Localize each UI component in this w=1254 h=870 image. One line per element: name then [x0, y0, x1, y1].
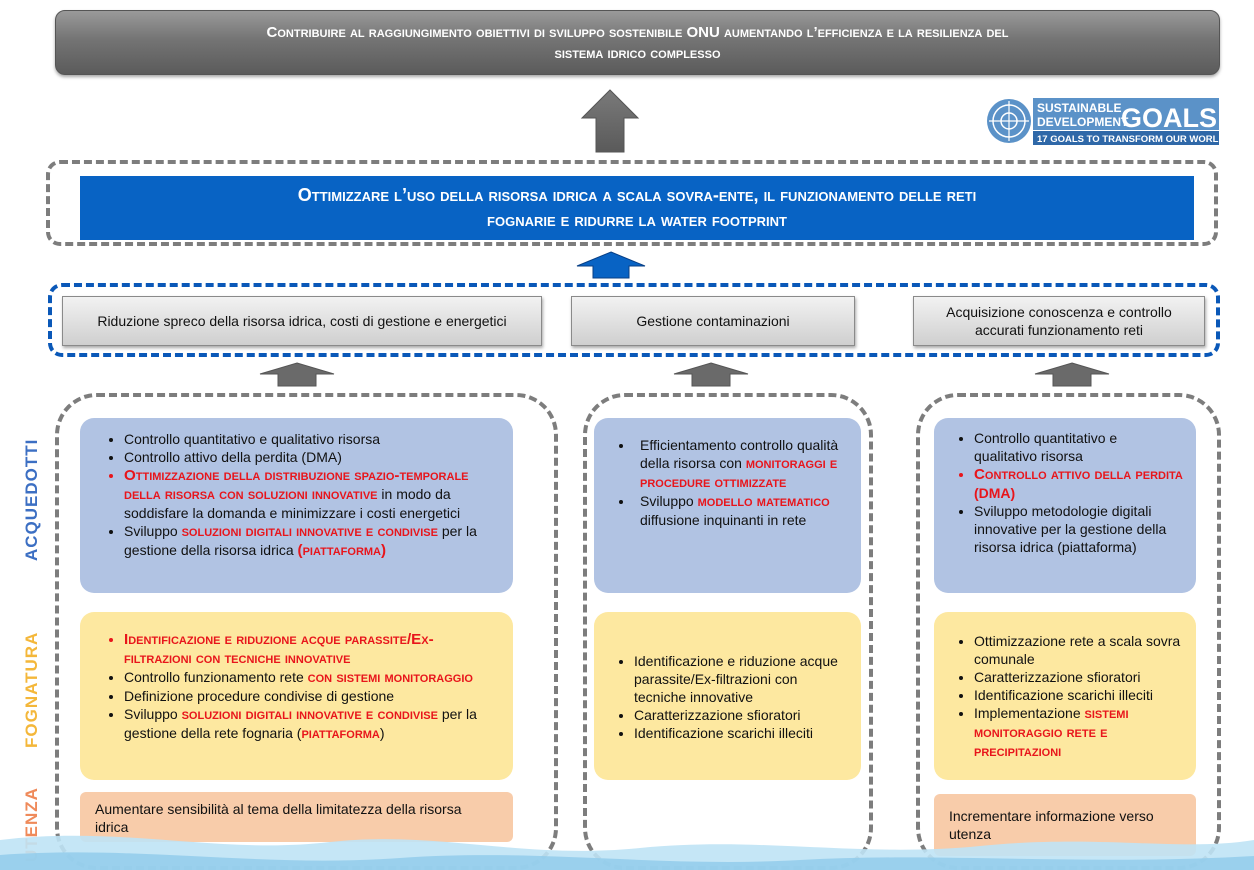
objective-text-3: Acquisizione conoscenza e controllo accu…: [946, 304, 1172, 338]
arrow-up-icon: [259, 362, 335, 387]
list-item: Controllo attivo della perdita (DMA): [974, 465, 1184, 502]
main-goal-dashed-frame: [46, 160, 1218, 246]
sdg-line1: SUSTAINABLE: [1037, 101, 1121, 115]
list-item: Sviluppo soluzioni digitali innovative e…: [124, 705, 501, 743]
col3-utenza-text: Incrementare informazione verso utenza: [949, 808, 1154, 842]
main-goal-banner: Ottimizzare l’uso della risorsa idrica a…: [80, 176, 1194, 240]
main-goal-line1: Ottimizzare l’uso della risorsa idrica a…: [297, 185, 977, 205]
sdg-line2: DEVELOPMENT: [1037, 115, 1129, 129]
top-goal-banner: Contribuire al raggiungimento obiettivi …: [55, 10, 1220, 75]
list-item: Definizione procedure condivise di gesti…: [124, 687, 501, 705]
side-label-fognatura: FOGNATURA: [22, 631, 41, 749]
list-item: Controllo quantitativo e qualitativo ris…: [974, 429, 1184, 465]
col1-utenza-box: Aumentare sensibilità al tema della limi…: [80, 792, 513, 842]
list-item: Implementazione sistemi monitoraggio ret…: [974, 704, 1184, 761]
col1-acquedotti-box: Controllo quantitativo e qualitativo ris…: [80, 418, 513, 593]
list-item: Identificazione scarichi illeciti: [974, 686, 1184, 704]
list-item: Efficientamento controllo qualità della …: [634, 436, 849, 492]
list-item: Ottimizzazione rete a scala sovra comuna…: [974, 632, 1184, 668]
list-item: Controllo attivo della perdita (DMA): [124, 448, 501, 466]
objective-text-1: Riduzione spreco della risorsa idrica, c…: [97, 313, 507, 329]
objective-box-2: Gestione contaminazioni: [571, 296, 855, 346]
col1-utenza-text: Aumentare sensibilità al tema della limi…: [95, 801, 462, 835]
arrow-up-icon: [673, 362, 749, 387]
main-goal-line2: fognarie e ridurre la water footprint: [487, 210, 787, 230]
side-label-acquedotti: ACQUEDOTTI: [22, 438, 41, 562]
list-item: Caratterizzazione sfioratori: [974, 668, 1184, 686]
list-item: Sviluppo soluzioni digitali innovative e…: [124, 522, 501, 560]
list-item: Identificazione scarichi illeciti: [634, 724, 849, 742]
col2-acquedotti-box: Efficientamento controllo qualità della …: [594, 418, 861, 593]
col2-acquedotti-list: Efficientamento controllo qualità della …: [616, 436, 849, 529]
sdg-logo-icon: SUSTAINABLE DEVELOPMENT GOALS 17 GOALS T…: [985, 95, 1222, 147]
col2-fognatura-box: Identificazione e riduzione acque parass…: [594, 612, 861, 780]
col1-acquedotti-list: Controllo quantitativo e qualitativo ris…: [106, 430, 501, 560]
objective-box-3: Acquisizione conoscenza e controllo accu…: [913, 296, 1205, 346]
list-item: Sviluppo modello matematico diffusione i…: [634, 492, 849, 529]
water-waves-icon: [0, 835, 1254, 870]
arrow-up-icon: [1034, 362, 1110, 387]
top-goal-line1: Contribuire al raggiungimento obiettivi …: [266, 24, 1009, 41]
col3-acquedotti-box: Controllo quantitativo e qualitativo ris…: [934, 418, 1196, 593]
blue-arrow-up-icon: [576, 251, 646, 279]
col2-fognatura-list: Identificazione e riduzione acque parass…: [616, 652, 849, 742]
top-goal-line2: sistema idrico complesso: [554, 45, 721, 62]
col3-fognatura-box: Ottimizzazione rete a scala sovra comuna…: [934, 612, 1196, 780]
list-item: Ottimizzazione della distribuzione spazi…: [124, 466, 501, 522]
list-item: Controllo funzionamento rete con sistemi…: [124, 668, 501, 687]
col3-acquedotti-list: Controllo quantitativo e qualitativo ris…: [956, 429, 1184, 556]
list-item: Sviluppo metodologie digitali innovative…: [974, 502, 1184, 556]
list-item: Caratterizzazione sfioratori: [634, 706, 849, 724]
col1-fognatura-list: Identificazione e riduzione acque parass…: [106, 630, 501, 743]
col1-fognatura-box: Identificazione e riduzione acque parass…: [80, 612, 513, 780]
objective-text-2: Gestione contaminazioni: [636, 313, 790, 329]
objective-box-1: Riduzione spreco della risorsa idrica, c…: [62, 296, 542, 346]
list-item: Identificazione e riduzione acque parass…: [634, 652, 849, 706]
objectives-dashed-frame: [48, 283, 1220, 357]
sdg-tagline: 17 GOALS TO TRANSFORM OUR WORLD: [1037, 134, 1222, 145]
arrow-up-icon: [580, 89, 640, 153]
col3-fognatura-list: Ottimizzazione rete a scala sovra comuna…: [956, 632, 1184, 761]
list-item: Controllo quantitativo e qualitativo ris…: [124, 430, 501, 448]
sdg-goals-word: GOALS: [1121, 103, 1217, 133]
list-item: Identificazione e riduzione acque parass…: [124, 630, 501, 668]
